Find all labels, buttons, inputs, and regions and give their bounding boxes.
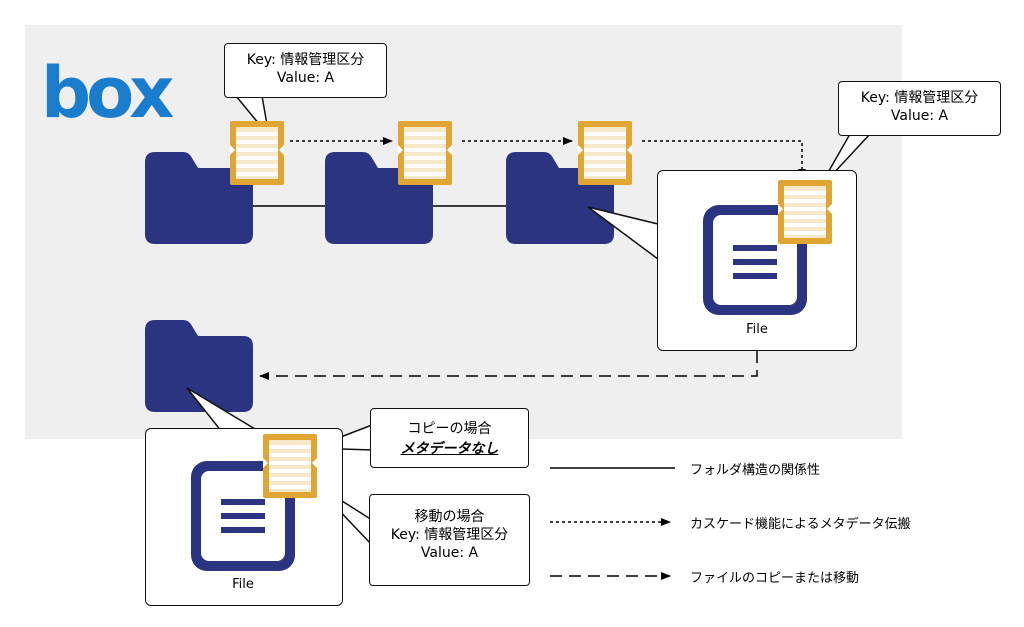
metadata-icon-1 <box>230 121 284 185</box>
move-case-bubble: 移動の場合 Key: 情報管理区分 Value: A <box>369 494 530 586</box>
metadata-icon-5 <box>263 434 317 498</box>
copy-case-bubble: コピーの場合 メタデータなし <box>370 408 529 468</box>
copy-case-title: コピーの場合 <box>407 421 492 437</box>
copy-case-no-metadata: メタデータなし <box>400 441 499 457</box>
metadata-icon-3 <box>578 121 632 185</box>
file-label-top: File <box>746 322 768 337</box>
box-logo: box <box>41 52 174 134</box>
move-case-title: 移動の場合 <box>414 509 485 525</box>
legend-solid-label: フォルダ構造の関係性 <box>690 463 821 478</box>
metadata-bubble-top-right: Key: 情報管理区分 Value: A <box>838 81 1001 136</box>
metadata-icon-2 <box>398 121 452 185</box>
bubble-value: Value: A <box>420 545 479 561</box>
legend-dotted-label: カスケード機能によるメタデータ伝搬 <box>690 517 911 532</box>
bubble-value: Value: A <box>276 70 335 86</box>
metadata-bubble-top-left: Key: 情報管理区分 Value: A <box>224 43 387 98</box>
legend-dashed-label: ファイルのコピーまたは移動 <box>690 571 860 586</box>
file-label-bottom: File <box>232 577 254 592</box>
bubble-value: Value: A <box>890 108 949 124</box>
bubble-key: Key: 情報管理区分 <box>860 90 979 106</box>
copy-move-arrow <box>259 332 758 380</box>
bubble-key: Key: 情報管理区分 <box>246 52 365 68</box>
metadata-icon-4 <box>778 180 832 244</box>
legend-lines <box>550 467 675 580</box>
bubble-key: Key: 情報管理区分 <box>390 527 509 543</box>
